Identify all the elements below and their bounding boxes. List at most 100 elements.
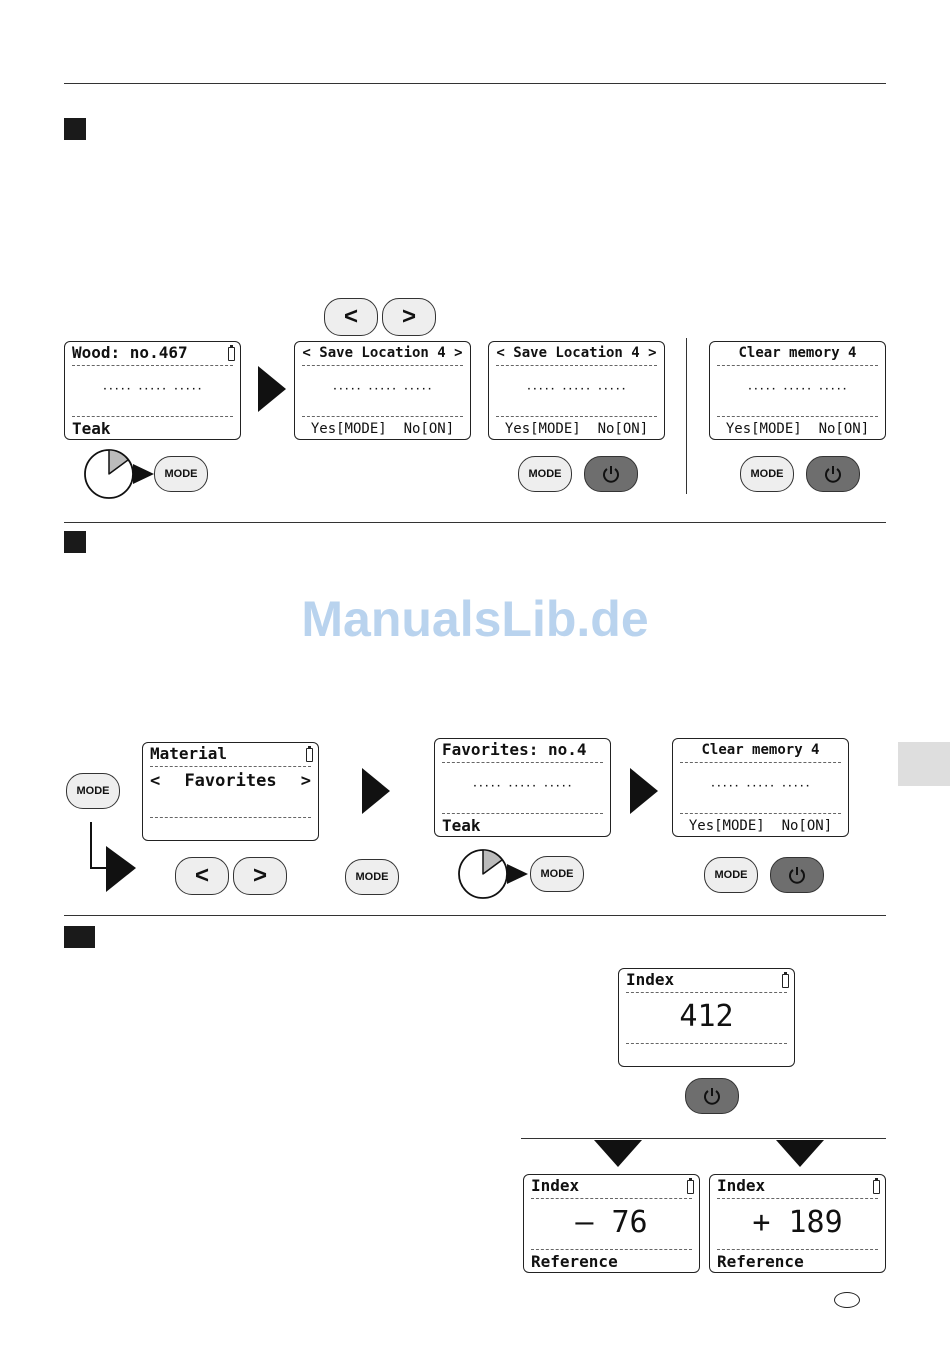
no-label: No[ON]: [818, 421, 870, 437]
index-value: + 189: [752, 1205, 843, 1240]
divider: [680, 813, 841, 814]
triangle-down-icon: [776, 1140, 824, 1167]
divider: [531, 1198, 692, 1199]
section-rule: [64, 915, 886, 916]
right-arrow-button[interactable]: >: [233, 857, 287, 895]
display-confirm: Yes[MODE] No[ON]: [710, 421, 885, 437]
timer-icon: [458, 849, 528, 899]
triangle-arrow-icon: [258, 366, 286, 412]
display-title: Index: [531, 1176, 580, 1195]
display-index: Index 412: [618, 968, 795, 1067]
left-arrow-button[interactable]: <: [324, 298, 378, 336]
mode-button[interactable]: MODE: [345, 859, 399, 895]
top-rule: [64, 83, 886, 84]
power-button[interactable]: [770, 857, 824, 893]
divider: [680, 762, 841, 763]
country-badge-icon: [834, 1292, 860, 1308]
display-dots: ····· ····· ·····: [747, 385, 848, 395]
mode-button[interactable]: MODE: [530, 856, 584, 892]
section-rule: [64, 522, 886, 523]
display-dots: ····· ····· ·····: [102, 385, 203, 395]
mode-button[interactable]: MODE: [518, 456, 572, 492]
display-clear-memory: Clear memory 4 ····· ····· ····· Yes[MOD…: [709, 341, 886, 440]
divider: [442, 762, 603, 763]
display-wood: Wood: no.467 ····· ····· ····· Teak: [64, 341, 241, 440]
divider: [717, 1198, 878, 1199]
watermark: ManualsLib.de: [301, 591, 649, 647]
power-icon: [603, 466, 619, 483]
divider: [496, 416, 657, 417]
timer-icon: [84, 449, 154, 499]
battery-icon: [687, 1178, 694, 1194]
no-label: No[ON]: [781, 818, 833, 834]
display-material-select: Material < Favorites >: [142, 742, 319, 841]
triangle-arrow-icon: [90, 822, 136, 892]
display-material: Teak: [72, 419, 111, 438]
divider: [626, 992, 787, 993]
index-value: – 76: [575, 1205, 648, 1240]
display-confirm: Yes[MODE] No[ON]: [295, 421, 470, 437]
power-icon: [825, 466, 841, 483]
vertical-divider: [686, 338, 687, 494]
divider: [72, 416, 233, 417]
yes-label: Yes[MODE]: [504, 421, 581, 437]
display-save-location: < Save Location 4 > ····· ····· ····· Ye…: [294, 341, 471, 440]
display-title: Wood: no.467: [72, 343, 188, 362]
section-marker-3: [64, 926, 95, 948]
no-label: No[ON]: [597, 421, 649, 437]
branch-rule: [521, 1138, 886, 1139]
divider: [531, 1249, 692, 1250]
section-marker-1: [64, 118, 86, 140]
index-value: 412: [679, 999, 734, 1034]
display-index-reference: Index – 76 Reference: [523, 1174, 700, 1273]
divider: [717, 365, 878, 366]
yes-label: Yes[MODE]: [725, 421, 802, 437]
power-icon: [789, 867, 805, 884]
display-dots: ····· ····· ·····: [710, 782, 811, 792]
display-dots: ····· ····· ·····: [332, 385, 433, 395]
display-confirm: Yes[MODE] No[ON]: [673, 818, 848, 834]
display-save-location: < Save Location 4 > ····· ····· ····· Ye…: [488, 341, 665, 440]
triangle-arrow-icon: [362, 768, 390, 814]
triangle-down-icon: [594, 1140, 642, 1167]
mode-button[interactable]: MODE: [66, 773, 120, 809]
display-clear-memory: Clear memory 4 ····· ····· ····· Yes[MOD…: [672, 738, 849, 837]
chevron-right-icon: >: [300, 771, 311, 791]
display-title: Material: [150, 744, 228, 763]
display-title: Index: [717, 1176, 766, 1195]
power-button[interactable]: [685, 1078, 739, 1114]
left-arrow-button[interactable]: <: [175, 857, 229, 895]
display-reference: Reference: [717, 1252, 804, 1271]
divider: [302, 416, 463, 417]
battery-icon: [228, 345, 235, 361]
divider: [496, 365, 657, 366]
right-arrow-button[interactable]: >: [382, 298, 436, 336]
battery-icon: [873, 1178, 880, 1194]
display-favorites: Favorites: no.4 ····· ····· ····· Teak: [434, 738, 611, 837]
mode-button[interactable]: MODE: [704, 857, 758, 893]
display-dots: ····· ····· ·····: [526, 385, 627, 395]
mode-button[interactable]: MODE: [154, 456, 208, 492]
display-title: < Save Location 4 >: [302, 345, 463, 361]
divider: [72, 365, 233, 366]
divider: [626, 1043, 787, 1044]
yes-label: Yes[MODE]: [688, 818, 765, 834]
display-title: Index: [626, 970, 675, 989]
material-option: Favorites: [184, 771, 277, 791]
side-tab: [898, 742, 950, 786]
display-title: < Save Location 4 >: [496, 345, 657, 361]
display-title: Favorites: no.4: [442, 740, 587, 759]
mode-button[interactable]: MODE: [740, 456, 794, 492]
power-button[interactable]: [584, 456, 638, 492]
divider: [302, 365, 463, 366]
display-reference: Reference: [531, 1252, 618, 1271]
yes-label: Yes[MODE]: [310, 421, 387, 437]
triangle-arrow-icon: [630, 768, 658, 814]
no-label: No[ON]: [403, 421, 455, 437]
display-index-reference: Index + 189 Reference: [709, 1174, 886, 1273]
divider: [150, 766, 311, 767]
battery-icon: [306, 746, 313, 762]
display-material: Teak: [442, 816, 481, 835]
divider: [150, 817, 311, 818]
power-button[interactable]: [806, 456, 860, 492]
